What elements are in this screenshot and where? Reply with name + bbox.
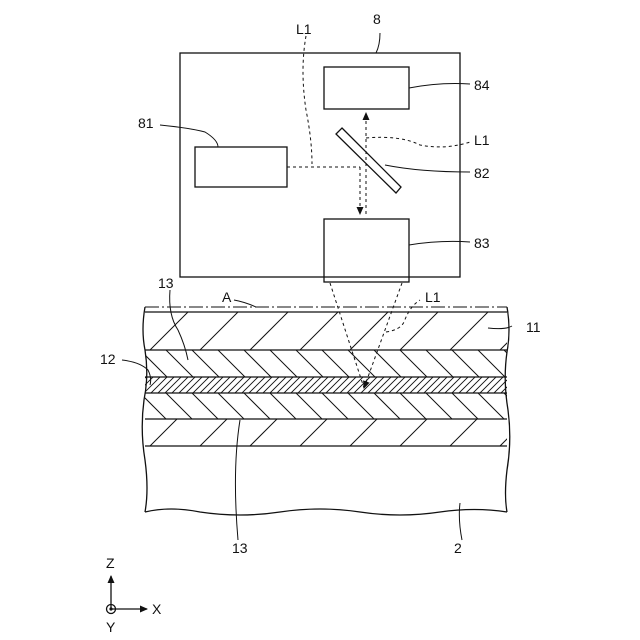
detector-84 [324, 67, 409, 109]
axis-label-z: Z [106, 555, 115, 571]
label-beam-l1-lower: L1 [425, 289, 441, 305]
layer-stack [130, 307, 538, 515]
axis-label-x: X [152, 601, 162, 617]
label-unit-8: 8 [373, 11, 381, 27]
label-substrate-2: 2 [454, 540, 462, 556]
label-layer-12: 12 [100, 351, 116, 367]
label-layer-13-bottom: 13 [232, 540, 248, 556]
label-lens-unit-83: 83 [474, 235, 490, 251]
axis-a-pointer [234, 300, 256, 307]
substrate-2-bottom [145, 509, 507, 515]
layer-13-upper [140, 350, 531, 377]
label-beam-l1-top: L1 [296, 21, 312, 37]
label-axis-a: A [222, 289, 232, 305]
layer-13-lower [140, 393, 530, 419]
beam-l1-paths [287, 36, 470, 214]
layer-11 [150, 312, 538, 350]
light-source-81 [195, 147, 287, 187]
label-beam-l1-right: L1 [474, 132, 490, 148]
lens-unit-83 [324, 219, 409, 282]
coordinate-axes: Z X Y [106, 555, 162, 635]
label-layer-13-top: 13 [158, 275, 174, 291]
focus-cone [330, 283, 420, 388]
label-light-source-81: 81 [138, 115, 154, 131]
axis-label-y: Y [106, 619, 116, 635]
label-detector-84: 84 [474, 77, 490, 93]
label-layer-11: 11 [526, 319, 541, 335]
label-mirror-82: 82 [474, 165, 490, 181]
layer-12 [130, 377, 531, 393]
layer-13-bottom [150, 419, 527, 446]
